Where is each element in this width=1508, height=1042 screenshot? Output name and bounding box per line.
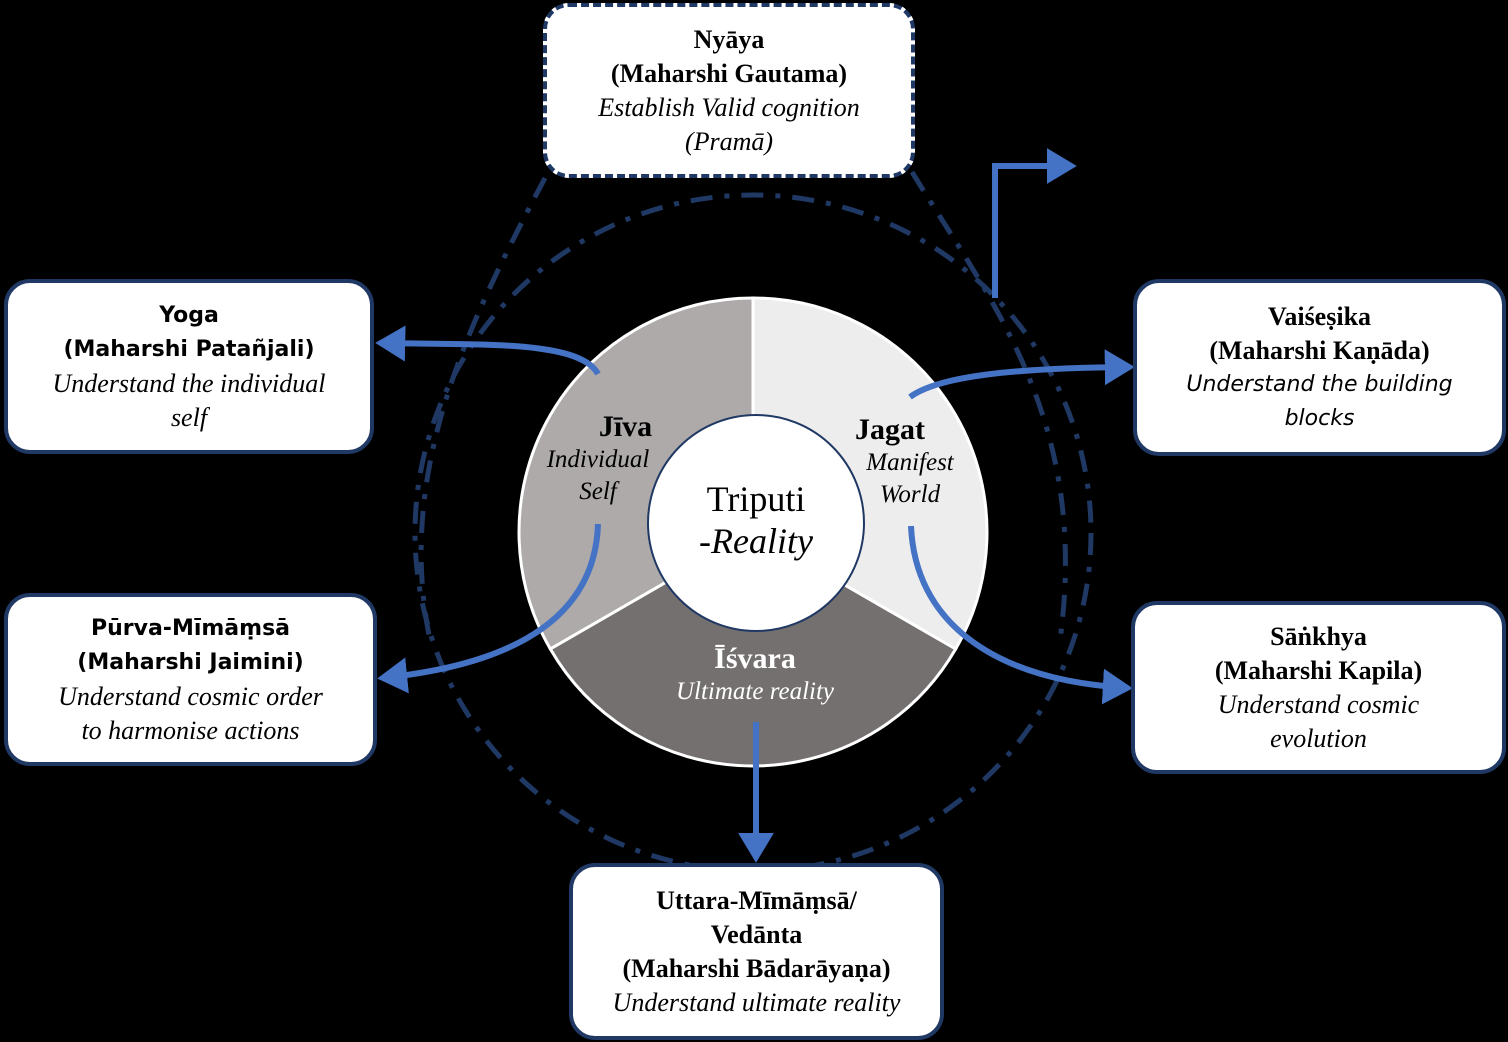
school-purpose-line1: Understand cosmic [1217,689,1420,719]
center-title: Triputi [706,479,806,519]
school-sage: (Maharshi Patañjali) [63,336,315,362]
arrow-jiva-to-yoga [375,325,601,376]
school-purpose-line1: Understand cosmic order [58,681,323,711]
school-purpose-line2: evolution [1270,723,1367,753]
school-name: Yoga [159,302,219,328]
segment-label-isvara: Īśvara Ultimate reality [630,642,880,708]
segment-subtitle-jiva-line1: Individual [546,446,650,473]
school-sage: (Maharshi Kaṇāda) [1209,335,1430,365]
segment-label-jiva: Jīva Individual Self [528,410,668,508]
segment-subtitle-isvara: Ultimate reality [675,678,835,705]
arrow-jagat-to-vaisesika [908,349,1135,400]
school-name-line2: Vedānta [710,919,803,949]
segment-subtitle-jiva-line2: Self [579,478,617,505]
center-circle[interactable] [647,414,865,632]
nyaya-connector-right [909,170,1068,641]
school-box-vaisesika[interactable]: Vaiśeṣika (Maharshi Kaṇāda) Understand t… [1133,279,1506,456]
center-subtitle: -Reality [699,521,813,561]
school-sage: (Maharshi Bādarāyaṇa) [622,953,891,983]
segment-title-isvara: Īśvara [714,642,796,675]
segment-title-jagat: Jagat [855,413,925,446]
school-purpose-line1: Establish Valid cognition [598,92,860,122]
school-purpose-line2: (Pramā) [684,126,774,156]
school-box-nyaya[interactable]: Nyāya (Maharshi Gautama) Establish Valid… [543,3,915,178]
school-box-yoga[interactable]: Yoga (Maharshi Patañjali) Understand the… [4,279,374,454]
school-purpose-line1: Understand the building [1186,371,1453,397]
school-purpose-line2: blocks [1284,405,1355,431]
center-label: Triputi -Reality [656,478,856,562]
school-name-line1: Uttara-Mīmāṃsā/ [656,885,857,915]
school-box-purva-mimamsa[interactable]: Pūrva-Mīmāṃsā (Maharshi Jaimini) Underst… [4,593,377,766]
segment-title-jiva: Jīva [598,410,653,443]
school-purpose-line2: self [170,402,208,432]
segment-subtitle-jagat-line2: World [879,481,941,508]
school-name: Nyāya [693,24,765,54]
arrow-jiva-to-purva-mimamsa [377,523,601,694]
school-name: Pūrva-Mīmāṃsā [90,615,291,641]
school-sage: (Maharshi Kapila) [1214,655,1423,685]
school-sage: (Maharshi Gautama) [610,58,848,88]
school-purpose-line2: to harmonise actions [81,715,300,745]
school-box-sankhya[interactable]: Sāṅkhya (Maharshi Kapila) Understand cos… [1131,601,1506,774]
school-purpose-line1: Understand the individual [52,368,326,398]
arrow-jagat-to-sankhya [908,525,1133,705]
school-purpose-line1: Understand ultimate reality [612,987,901,1017]
nyaya-connector-left [418,176,548,641]
school-name: Vaiśeṣika [1267,301,1372,331]
segment-subtitle-jagat-line1: Manifest [866,449,954,476]
arrow-elbow-top-right [992,148,1077,298]
school-box-vedanta[interactable]: Uttara-Mīmāṃsā/ Vedānta (Maharshi Bādarā… [569,863,944,1040]
segment-label-jagat: Jagat Manifest World [845,413,975,511]
school-sage: (Maharshi Jaimini) [77,649,304,675]
school-name: Sāṅkhya [1270,621,1367,651]
